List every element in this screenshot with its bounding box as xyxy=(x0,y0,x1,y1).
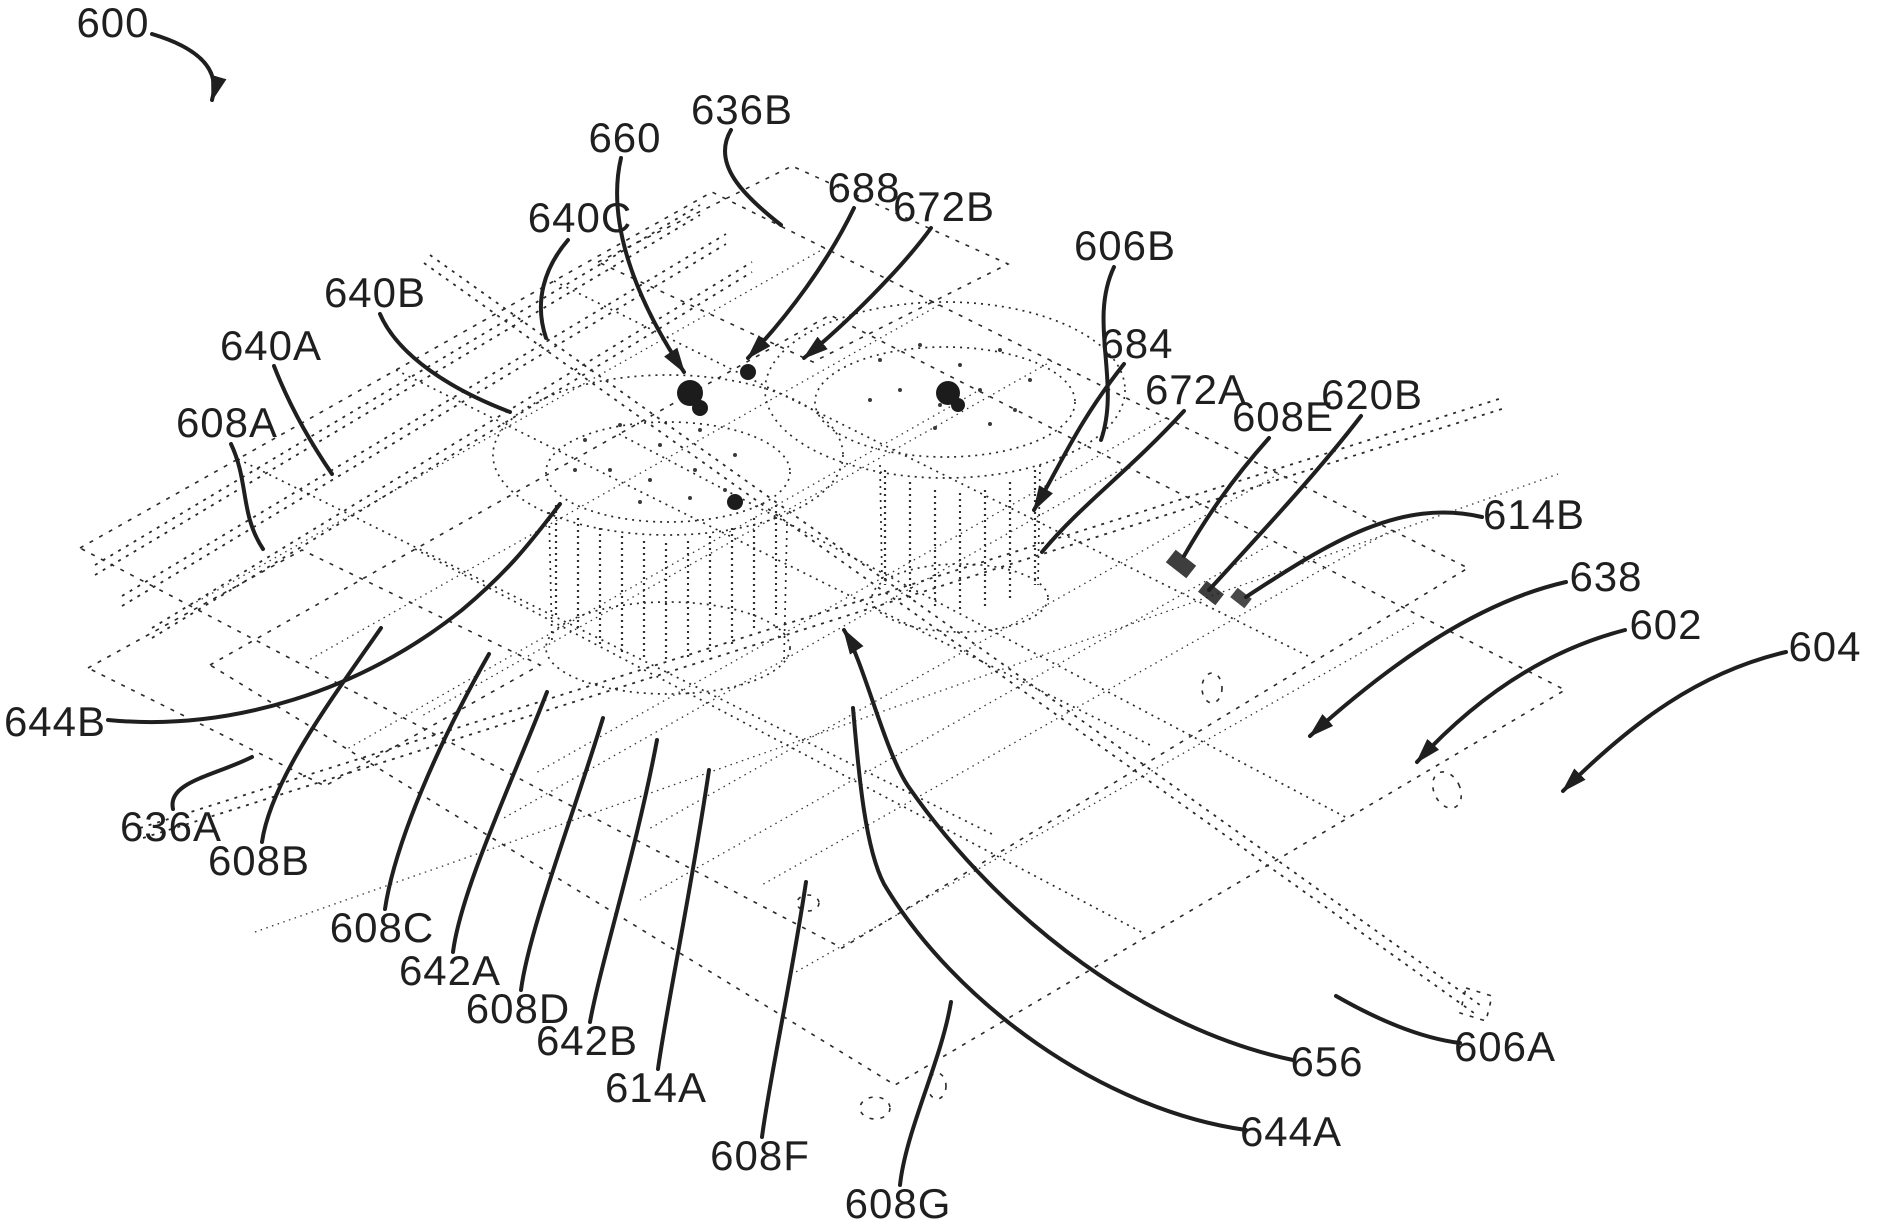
leader-684 xyxy=(1032,362,1126,512)
base-drawing xyxy=(78,165,1567,1120)
ref-label-636B: 636B xyxy=(691,86,793,133)
leader-608D xyxy=(519,716,605,992)
boom-tubes xyxy=(94,204,753,639)
leader-608B xyxy=(260,626,383,844)
ref-label-644B: 644B xyxy=(4,698,106,745)
ref-label-604: 604 xyxy=(1788,623,1861,670)
leader-644B xyxy=(106,502,562,724)
ref-label-600: 600 xyxy=(76,0,149,46)
ref-label-642B: 642B xyxy=(536,1017,638,1064)
ref-label-608E: 608E xyxy=(1232,393,1334,440)
right-rotor xyxy=(764,301,1126,633)
leader-636A xyxy=(170,755,254,811)
ref-label-688: 688 xyxy=(827,164,900,211)
upper-frame xyxy=(78,191,1470,949)
leader-604 xyxy=(1561,650,1788,793)
leader-688 xyxy=(746,206,856,360)
tube-open-end xyxy=(1459,986,1493,1023)
leader-640C xyxy=(538,238,570,340)
ref-label-640C: 640C xyxy=(528,194,632,241)
ref-label-620B: 620B xyxy=(1321,371,1423,418)
leader-606B xyxy=(1099,265,1116,442)
ref-label-614A: 614A xyxy=(605,1064,707,1111)
leader-672A xyxy=(1040,409,1186,554)
leader-608A xyxy=(229,442,265,551)
ref-label-640A: 640A xyxy=(220,322,322,369)
leader-656 xyxy=(842,628,1295,1062)
left-rotor xyxy=(492,374,844,695)
leader-644A xyxy=(851,706,1248,1132)
leader-640B xyxy=(378,312,512,414)
ref-label-606B: 606B xyxy=(1074,222,1176,269)
mount-knobs xyxy=(677,364,965,510)
left-wing-plate xyxy=(86,549,542,787)
ref-label-608C: 608C xyxy=(330,904,434,951)
ref-label-614B: 614B xyxy=(1483,491,1585,538)
leader-600 xyxy=(150,32,227,102)
ref-label-606A: 606A xyxy=(1454,1023,1556,1070)
leader-608F xyxy=(760,880,808,1139)
ref-label-642A: 642A xyxy=(399,947,501,994)
lower-frame xyxy=(208,314,1567,1086)
ref-label-640B: 640B xyxy=(324,269,426,316)
cross-tubes xyxy=(139,254,1559,1023)
tube-ends xyxy=(796,672,1463,1120)
leader-642B xyxy=(588,738,659,1024)
ref-label-672B: 672B xyxy=(893,183,995,230)
leader-620B xyxy=(1207,414,1363,592)
ref-label-656: 656 xyxy=(1290,1038,1363,1085)
right-disk-stipple xyxy=(868,343,1032,430)
ref-label-684: 684 xyxy=(1100,320,1173,367)
leader-608C xyxy=(383,652,491,911)
ref-label-608G: 608G xyxy=(845,1180,952,1226)
ref-label-608F: 608F xyxy=(710,1132,810,1179)
leader-660 xyxy=(615,156,686,374)
ref-label-602: 602 xyxy=(1629,601,1702,648)
leader-642A xyxy=(451,690,549,954)
left-disk-stipple xyxy=(573,423,737,504)
ref-label-660: 660 xyxy=(588,114,661,161)
leader-606A xyxy=(1334,994,1462,1045)
leader-636B xyxy=(723,128,783,227)
leader-602 xyxy=(1415,628,1627,764)
leader-638 xyxy=(1308,580,1568,738)
leader-608G xyxy=(898,1000,953,1187)
leader-672B xyxy=(802,226,933,360)
top-wing-plate xyxy=(596,165,1010,363)
ref-label-638: 638 xyxy=(1569,553,1642,600)
leader-640A xyxy=(272,364,334,476)
ref-label-608B: 608B xyxy=(208,837,310,884)
ref-label-644A: 644A xyxy=(1240,1108,1342,1155)
leader-614A xyxy=(656,768,711,1071)
ref-label-608D: 608D xyxy=(466,985,570,1032)
leader-608E xyxy=(1182,436,1271,558)
ref-label-636A: 636A xyxy=(120,803,222,850)
ref-label-672A: 672A xyxy=(1145,366,1247,413)
leader-614B xyxy=(1244,510,1484,599)
clamp-brackets xyxy=(1165,549,1252,609)
ref-label-608A: 608A xyxy=(176,399,278,446)
